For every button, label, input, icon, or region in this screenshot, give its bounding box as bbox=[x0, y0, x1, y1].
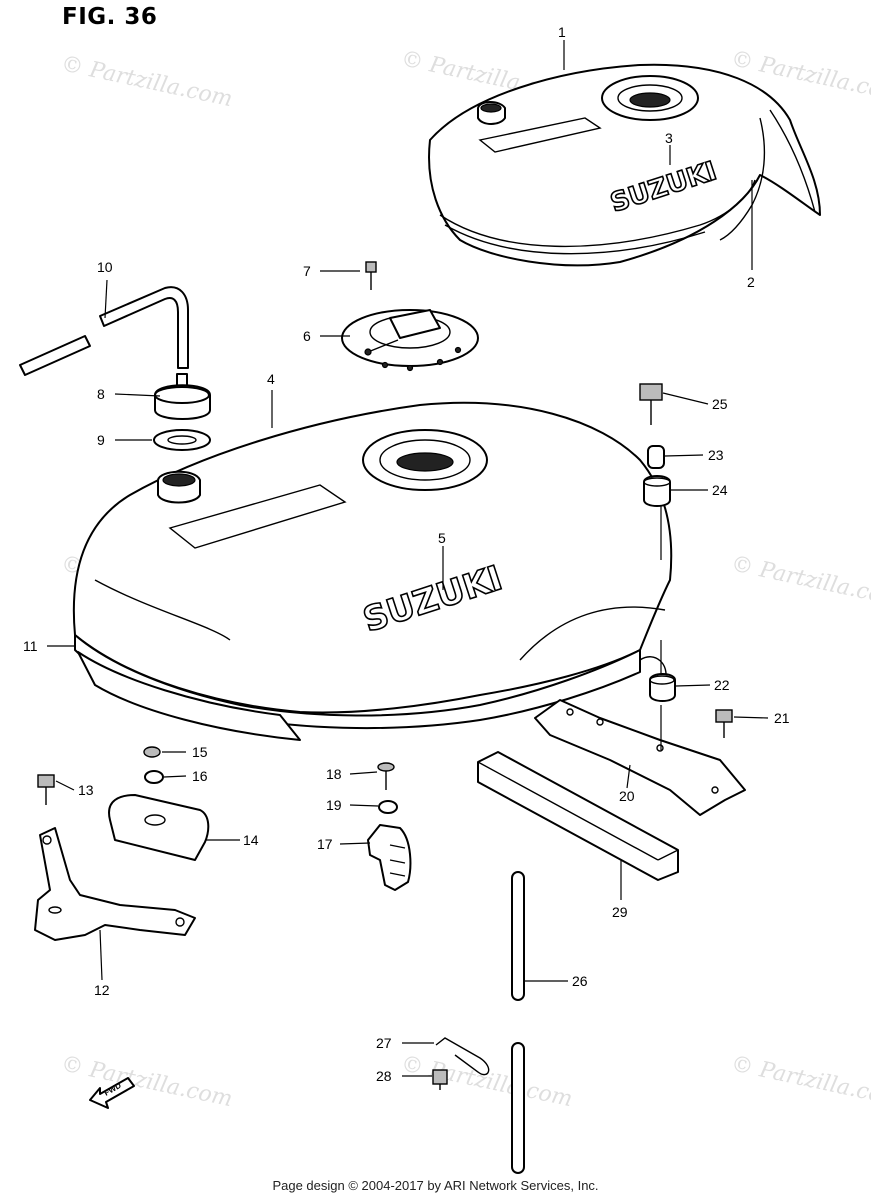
watermark: © Partzilla.com bbox=[59, 1051, 235, 1112]
callout-24: 24 bbox=[712, 482, 728, 498]
pad bbox=[477, 751, 679, 881]
forward-arrow-icon: FWD bbox=[89, 1077, 135, 1109]
callout-6: 6 bbox=[303, 328, 311, 344]
callout-15: 15 bbox=[192, 744, 208, 760]
callout-8: 8 bbox=[97, 386, 105, 402]
washer bbox=[153, 429, 211, 451]
callout-20: 20 bbox=[619, 788, 635, 804]
callout-29: 29 bbox=[612, 904, 628, 920]
callout-14: 14 bbox=[243, 832, 259, 848]
callout-28: 28 bbox=[376, 1068, 392, 1084]
callout-23: 23 bbox=[708, 447, 724, 463]
valve bbox=[154, 373, 211, 420]
figure-title: FIG. 36 bbox=[62, 4, 158, 30]
callout-9: 9 bbox=[97, 432, 105, 448]
bracket bbox=[534, 699, 746, 816]
screw bbox=[377, 762, 395, 790]
callout-1: 1 bbox=[558, 24, 566, 40]
callout-4: 4 bbox=[267, 371, 275, 387]
callout-22: 22 bbox=[714, 677, 730, 693]
bracket bbox=[34, 827, 196, 941]
leader-lines bbox=[47, 40, 769, 1077]
hose bbox=[19, 286, 189, 376]
callout-21: 21 bbox=[774, 710, 790, 726]
cushion bbox=[643, 475, 671, 507]
callout-16: 16 bbox=[192, 768, 208, 784]
bolt bbox=[639, 383, 663, 425]
watermark: © Partzilla.com bbox=[59, 51, 235, 112]
clamp bbox=[367, 824, 412, 891]
bolt bbox=[432, 1069, 448, 1090]
callout-27: 27 bbox=[376, 1035, 392, 1051]
callout-25: 25 bbox=[712, 396, 728, 412]
callout-3: 3 bbox=[665, 130, 673, 146]
callout-17: 17 bbox=[317, 836, 333, 852]
callout-7: 7 bbox=[303, 263, 311, 279]
footer-credit: Page design © 2004-2017 by ARI Network S… bbox=[272, 1178, 599, 1193]
bolt bbox=[37, 774, 55, 805]
callout-13: 13 bbox=[78, 782, 94, 798]
callout-11: 11 bbox=[23, 638, 38, 654]
clip bbox=[435, 1037, 490, 1076]
callout-10: 10 bbox=[97, 259, 113, 275]
callout-19: 19 bbox=[326, 797, 342, 813]
watermark: © Partzilla.com bbox=[399, 1051, 575, 1112]
cushion bbox=[108, 794, 210, 861]
cushion bbox=[649, 673, 676, 702]
callout-5: 5 bbox=[438, 530, 446, 546]
callout-12: 12 bbox=[94, 982, 110, 998]
screw bbox=[365, 261, 377, 290]
watermark: © Partzilla.com bbox=[729, 1051, 871, 1112]
screw bbox=[143, 746, 161, 758]
hose bbox=[511, 871, 525, 1174]
cap bbox=[144, 770, 164, 784]
washer bbox=[378, 800, 398, 814]
bolt bbox=[715, 709, 733, 738]
fuel-tank: SUZUKI bbox=[72, 401, 673, 741]
tank-cover: SUZUKI bbox=[428, 63, 821, 267]
watermark: © Partzilla.com bbox=[729, 551, 871, 612]
collar bbox=[647, 445, 665, 469]
callout-18: 18 bbox=[326, 766, 342, 782]
callouts: 1 2 3 4 5 6 7 8 9 10 11 12 13 14 15 16 1… bbox=[23, 24, 790, 1084]
callout-2: 2 bbox=[747, 274, 755, 290]
fuel-cap bbox=[341, 309, 479, 372]
callout-26: 26 bbox=[572, 973, 588, 989]
